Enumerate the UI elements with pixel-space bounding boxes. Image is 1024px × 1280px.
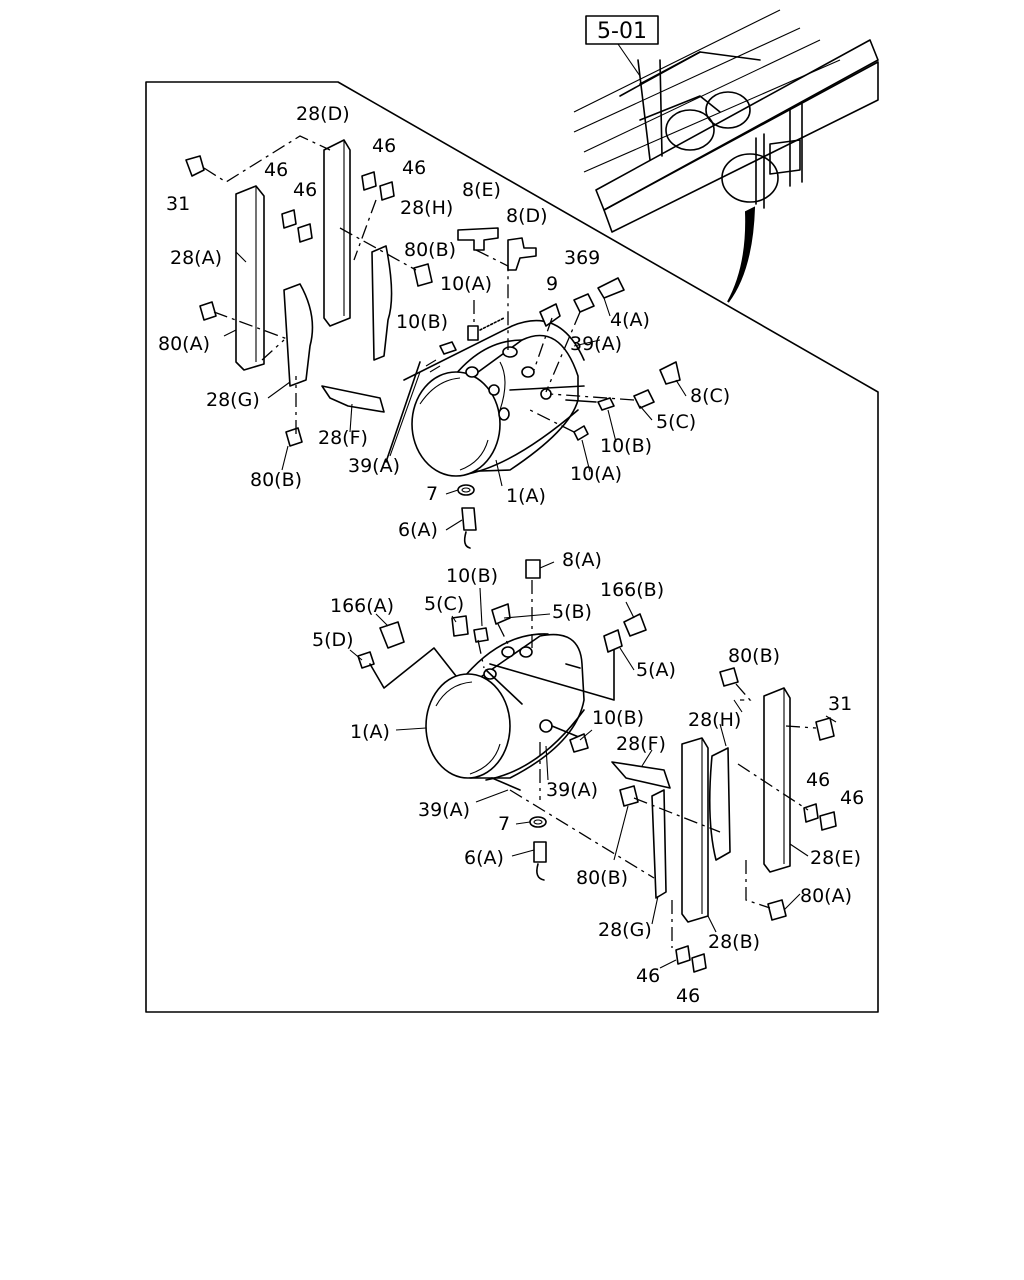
lower-air-tank <box>425 633 587 881</box>
part-label: 166(A) <box>330 595 394 617</box>
part-label: 166(B) <box>600 579 664 601</box>
part-label: 5(B) <box>552 601 592 623</box>
part-label: 28(H) <box>688 709 741 731</box>
part-label: 28(F) <box>318 427 368 449</box>
part-label: 8(E) <box>462 179 501 201</box>
part-label: 46 <box>402 157 426 179</box>
part-label: 31 <box>828 693 852 715</box>
part-label: 9 <box>546 273 558 295</box>
part-label: 46 <box>264 159 288 181</box>
part-label: 1(A) <box>350 721 390 743</box>
diagram-frame <box>145 81 879 1013</box>
part-label: 28(D) <box>296 103 350 125</box>
part-label: 28(G) <box>598 919 652 941</box>
part-label: 5(C) <box>424 593 464 615</box>
part-label: 7 <box>426 483 438 505</box>
part-label: 10(B) <box>592 707 644 729</box>
part-label: 39(A) <box>570 333 622 355</box>
lower-fittings <box>357 559 655 879</box>
part-label: 10(A) <box>440 273 492 295</box>
part-label: 46 <box>840 787 864 809</box>
part-label: 10(B) <box>396 311 448 333</box>
part-label: 28(F) <box>616 733 666 755</box>
part-label: 46 <box>293 179 317 201</box>
part-label: 80(B) <box>404 239 456 261</box>
part-label: 6(A) <box>464 847 504 869</box>
part-label: 80(B) <box>250 469 302 491</box>
chassis-frame-sketch <box>573 9 879 303</box>
part-label: 28(B) <box>708 931 760 953</box>
part-label: 39(A) <box>546 779 598 801</box>
part-label: 7 <box>498 813 510 835</box>
part-label: 8(A) <box>562 549 602 571</box>
part-label: 28(A) <box>170 247 222 269</box>
part-label: 28(G) <box>206 389 260 411</box>
part-label: 46 <box>636 965 660 987</box>
part-label: 80(B) <box>576 867 628 889</box>
part-label: 80(B) <box>728 645 780 667</box>
part-label: 46 <box>806 769 830 791</box>
part-label: 6(A) <box>398 519 438 541</box>
part-label: 39(A) <box>348 455 400 477</box>
part-label: 46 <box>372 135 396 157</box>
part-label: 39(A) <box>418 799 470 821</box>
part-label: 10(A) <box>570 463 622 485</box>
reference-box-label: 5-01 <box>597 19 647 44</box>
part-label: 5(D) <box>312 629 354 651</box>
part-label: 5(C) <box>656 411 696 433</box>
part-label: 5(A) <box>636 659 676 681</box>
part-label: 8(C) <box>690 385 730 407</box>
upper-fittings <box>439 227 681 549</box>
part-label: 46 <box>676 985 700 1007</box>
reference-box: 5-01 <box>585 15 659 45</box>
part-label: 80(A) <box>800 885 852 907</box>
part-label: 80(A) <box>158 333 210 355</box>
upper-brackets <box>185 135 433 447</box>
part-label: 10(B) <box>600 435 652 457</box>
part-label: 31 <box>166 193 190 215</box>
upper-air-tank <box>385 317 597 477</box>
label-leaders <box>223 251 837 969</box>
part-label: 4(A) <box>610 309 650 331</box>
part-label: 8(D) <box>506 205 548 227</box>
part-label: 28(E) <box>810 847 861 869</box>
lower-brackets <box>611 667 837 973</box>
part-label: 369 <box>564 247 600 269</box>
part-label: 1(A) <box>506 485 546 507</box>
part-label: 28(H) <box>400 197 453 219</box>
part-label: 10(B) <box>446 565 498 587</box>
